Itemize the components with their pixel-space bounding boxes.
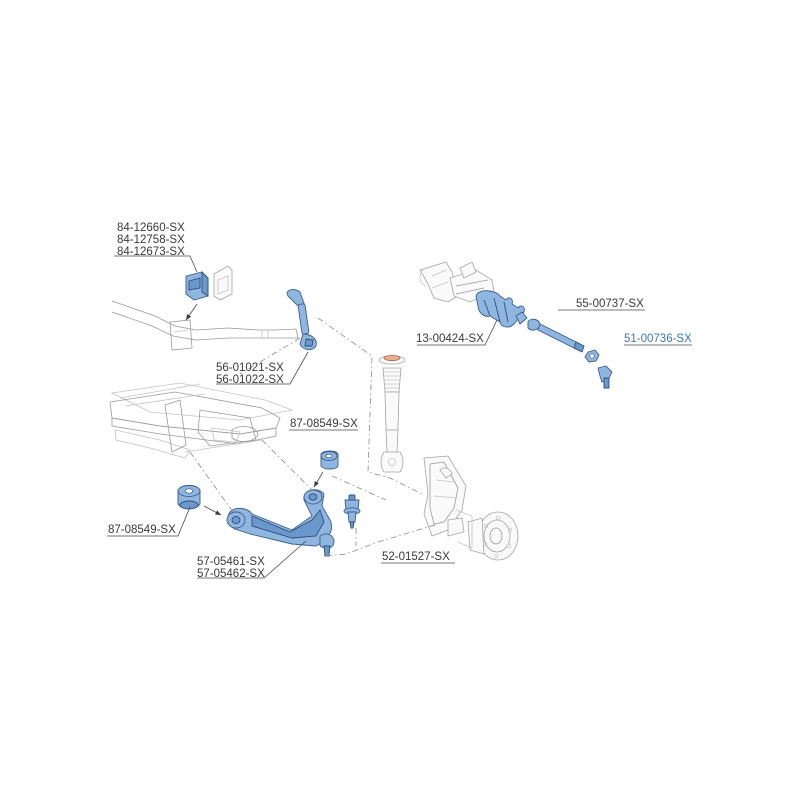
callout-ball-joint: 52-01527-SX bbox=[382, 551, 450, 563]
stabilizer-link bbox=[286, 289, 317, 351]
assembly-lines bbox=[189, 317, 439, 557]
upper-arm-bushing-left bbox=[177, 485, 201, 510]
part-number-label: 56-01022-SX bbox=[216, 374, 284, 386]
bushing-left-arrow bbox=[203, 505, 222, 516]
part-number-label: 56-01021-SX bbox=[216, 362, 284, 374]
callout-stabilizer-link: 56-01021-SX 56-01022-SX bbox=[216, 362, 284, 386]
ball-joint bbox=[343, 494, 361, 529]
callout-stabilizer-bushing: 84-12660-SX 84-12758-SX 84-12673-SX bbox=[117, 222, 185, 258]
upper-arm-bushing-right bbox=[320, 450, 339, 470]
stabilizer-bar bbox=[111, 300, 299, 351]
callout-rack-boot: 13-00424-SX bbox=[416, 333, 484, 345]
wheel-hub bbox=[455, 509, 519, 561]
part-number-label: 84-12758-SX bbox=[117, 234, 185, 246]
control-arm bbox=[226, 489, 335, 557]
inner-tie-rod bbox=[527, 318, 585, 353]
rack-boot bbox=[475, 290, 528, 328]
tie-rod-nut bbox=[584, 349, 600, 363]
chassis-frame bbox=[109, 382, 294, 459]
stabilizer-bushing bbox=[185, 270, 209, 301]
callout-upper-arm-bushing-left: 87-08549-SX bbox=[108, 524, 176, 536]
part-number-label: 84-12673-SX bbox=[117, 246, 185, 258]
callout-control-arm: 57-05461-SX 57-05462-SX bbox=[197, 556, 265, 580]
bushing-arrow bbox=[185, 303, 198, 321]
steering-rack bbox=[419, 261, 495, 303]
callout-outer-tie-rod-end-link[interactable]: 51-00736-SX bbox=[624, 333, 692, 345]
bushing-right-arrow bbox=[313, 471, 324, 488]
outer-tie-rod-end bbox=[597, 365, 613, 389]
callout-upper-arm-bushing-right: 87-08549-SX bbox=[290, 418, 358, 430]
leader-lines bbox=[107, 255, 692, 579]
shock-absorber bbox=[378, 354, 406, 473]
part-number-label: 84-12660-SX bbox=[117, 222, 185, 234]
callout-inner-tie-rod: 55-00737-SX bbox=[576, 298, 644, 310]
part-number-label: 57-05461-SX bbox=[197, 556, 265, 568]
part-number-label: 57-05462-SX bbox=[197, 568, 265, 580]
steering-knuckle bbox=[423, 455, 467, 537]
stabilizer-bracket bbox=[213, 265, 233, 301]
